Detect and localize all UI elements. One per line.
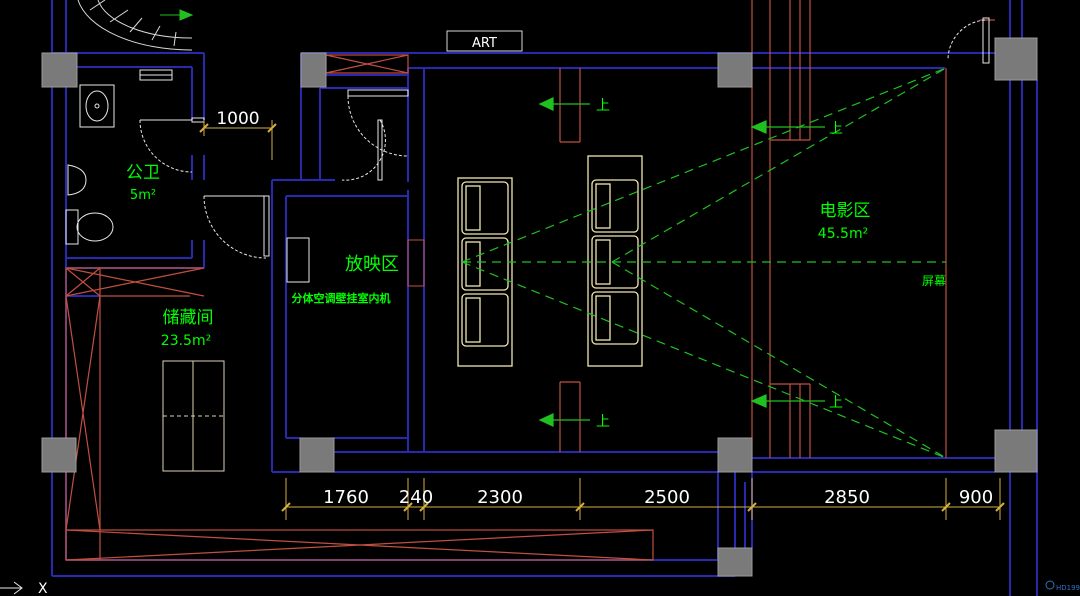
up-label: 上	[829, 395, 843, 411]
door-dimension-value: 1000	[216, 109, 259, 129]
up-arrow-labels: 上 上 上 上	[596, 98, 843, 430]
column	[41, 52, 78, 88]
storage-area: 23.5m²	[161, 333, 211, 349]
bathroom-fixtures	[65, 69, 205, 245]
art-tag: ART	[446, 30, 523, 52]
dimension-value: 900	[959, 487, 993, 508]
dimension-value: 240	[399, 487, 433, 508]
watermark-text: HD199.COM	[1056, 584, 1080, 592]
seat-row-front	[457, 177, 513, 367]
bathroom-name: 公卫	[126, 163, 160, 183]
structural-columns	[41, 37, 1038, 577]
up-label: 上	[829, 121, 843, 137]
art-tag-label: ART	[472, 36, 497, 51]
projector-equipment	[286, 237, 310, 283]
column	[299, 437, 335, 473]
ucs-x-label: X	[38, 581, 48, 596]
bathroom-area: 5m²	[130, 188, 156, 203]
column	[41, 437, 77, 473]
projection-room-name: 放映区	[345, 254, 399, 275]
cinema-seats	[457, 155, 643, 367]
spiral-staircase	[77, 0, 194, 51]
column	[717, 437, 753, 473]
seat-row-back	[587, 155, 643, 367]
cinema-area: 45.5m²	[818, 226, 868, 242]
doors	[203, 17, 990, 287]
column	[717, 547, 753, 577]
storage-table	[162, 360, 225, 472]
up-arrow	[538, 97, 590, 111]
cinema-name: 电影区	[820, 201, 871, 221]
dimension-value: 2500	[644, 487, 690, 508]
column	[994, 37, 1038, 81]
door-dimension	[199, 120, 277, 160]
dimension-value: 1760	[323, 487, 369, 508]
up-label: 上	[596, 414, 610, 430]
toilet	[65, 209, 79, 245]
screen-label: 屏幕	[922, 274, 946, 288]
dimension-chain	[281, 478, 1005, 520]
room-labels: 公卫 5m² 储藏间 23.5m² 放映区 分体空调壁挂室内机 电影区 45.5…	[126, 163, 946, 349]
up-arrows	[538, 97, 825, 427]
up-label: 上	[596, 98, 610, 114]
sightlines	[461, 67, 947, 459]
dimension-value: 2300	[477, 487, 523, 508]
up-arrow	[750, 120, 825, 134]
ac-unit-label: 分体空调壁挂室内机	[292, 291, 391, 305]
urinal	[67, 164, 87, 196]
dimension-values: 1760 240 2300 2500 2850 900	[323, 487, 993, 508]
up-arrow	[750, 394, 825, 408]
washbasin	[79, 84, 115, 128]
column	[717, 52, 753, 88]
ucs-icon	[0, 581, 23, 595]
watermark: HD199.COM	[1045, 580, 1080, 592]
column	[994, 429, 1038, 473]
dimension-value: 2850	[824, 487, 870, 508]
column	[300, 52, 327, 88]
up-arrow	[538, 413, 590, 427]
pipe-chase-lines	[65, 0, 995, 561]
storage-name: 储藏间	[163, 308, 214, 328]
